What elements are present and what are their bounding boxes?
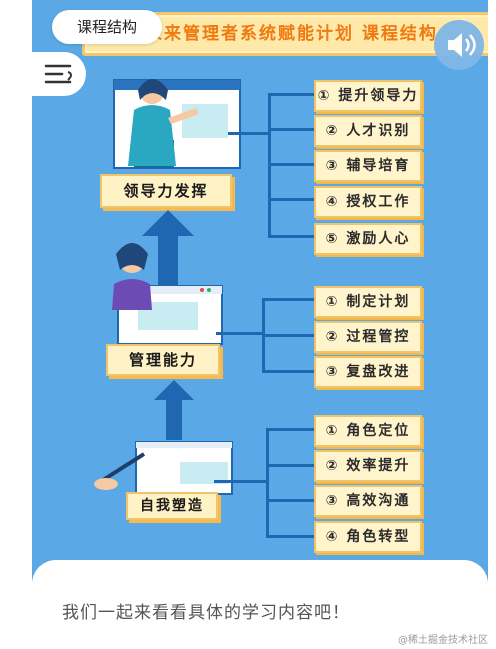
self-item: ② 效率提升 xyxy=(314,450,422,482)
section-chip-label: 课程结构 xyxy=(76,18,137,36)
section-chip[interactable]: 课程结构 xyxy=(52,10,162,44)
connector-line xyxy=(262,298,316,301)
self-item: ④ 角色转型 xyxy=(314,521,422,553)
course-structure-poster: 未来管理者系统赋能计划 课程结构 领导力发挥 管理能力 自我塑造 xyxy=(32,0,488,590)
level-label-leadership: 领导力发挥 xyxy=(100,174,232,208)
connector-line xyxy=(268,198,316,201)
connector-line xyxy=(268,128,316,131)
banner-title: 未来管理者系统赋能计划 课程结构 xyxy=(145,24,438,44)
title-banner: 未来管理者系统赋能计划 课程结构 xyxy=(82,12,488,56)
connector-line xyxy=(268,235,316,238)
self-illustration xyxy=(94,441,233,495)
connector-line xyxy=(216,332,262,335)
leadership-item: ④ 授权工作 xyxy=(314,186,422,218)
self-item: ① 角色定位 xyxy=(314,415,422,447)
connector-line xyxy=(262,370,316,373)
right-margin xyxy=(488,0,496,649)
connector-line xyxy=(268,163,316,166)
connector-line xyxy=(266,428,316,431)
sound-button[interactable] xyxy=(434,20,484,70)
connector-line xyxy=(266,464,316,467)
management-item: ③ 复盘改进 xyxy=(314,356,422,388)
connector-line xyxy=(214,480,266,483)
manager-illustration xyxy=(112,243,223,345)
level-label-management: 管理能力 xyxy=(106,344,220,376)
message-card xyxy=(32,560,488,649)
level-label-self: 自我塑造 xyxy=(126,492,218,520)
arrow-up-icon xyxy=(154,380,194,440)
connector-line xyxy=(266,499,316,502)
leader-illustration xyxy=(113,79,241,169)
menu-lines-icon xyxy=(44,64,72,84)
connector-line xyxy=(228,132,268,135)
left-margin xyxy=(0,0,32,649)
management-item: ② 过程管控 xyxy=(314,321,422,353)
connector-line xyxy=(266,535,316,538)
leadership-item: ③ 辅导培育 xyxy=(314,150,422,182)
message-text: 我们一起来看看具体的学习内容吧！ xyxy=(62,603,350,623)
leadership-item: ② 人才识别 xyxy=(314,115,422,147)
speaker-icon xyxy=(448,33,476,57)
watermark: @稀土掘金技术社区 xyxy=(398,635,488,646)
arrow-up-icon xyxy=(142,210,194,288)
connector-line xyxy=(262,334,316,337)
menu-button[interactable] xyxy=(32,52,86,96)
management-item: ① 制定计划 xyxy=(314,286,422,318)
connector-line xyxy=(266,428,269,536)
leadership-item: ⑤ 激励人心 xyxy=(314,223,422,255)
connector-line xyxy=(268,93,316,96)
leadership-item: ① 提升领导力 xyxy=(314,80,422,112)
self-item: ③ 高效沟通 xyxy=(314,485,422,517)
